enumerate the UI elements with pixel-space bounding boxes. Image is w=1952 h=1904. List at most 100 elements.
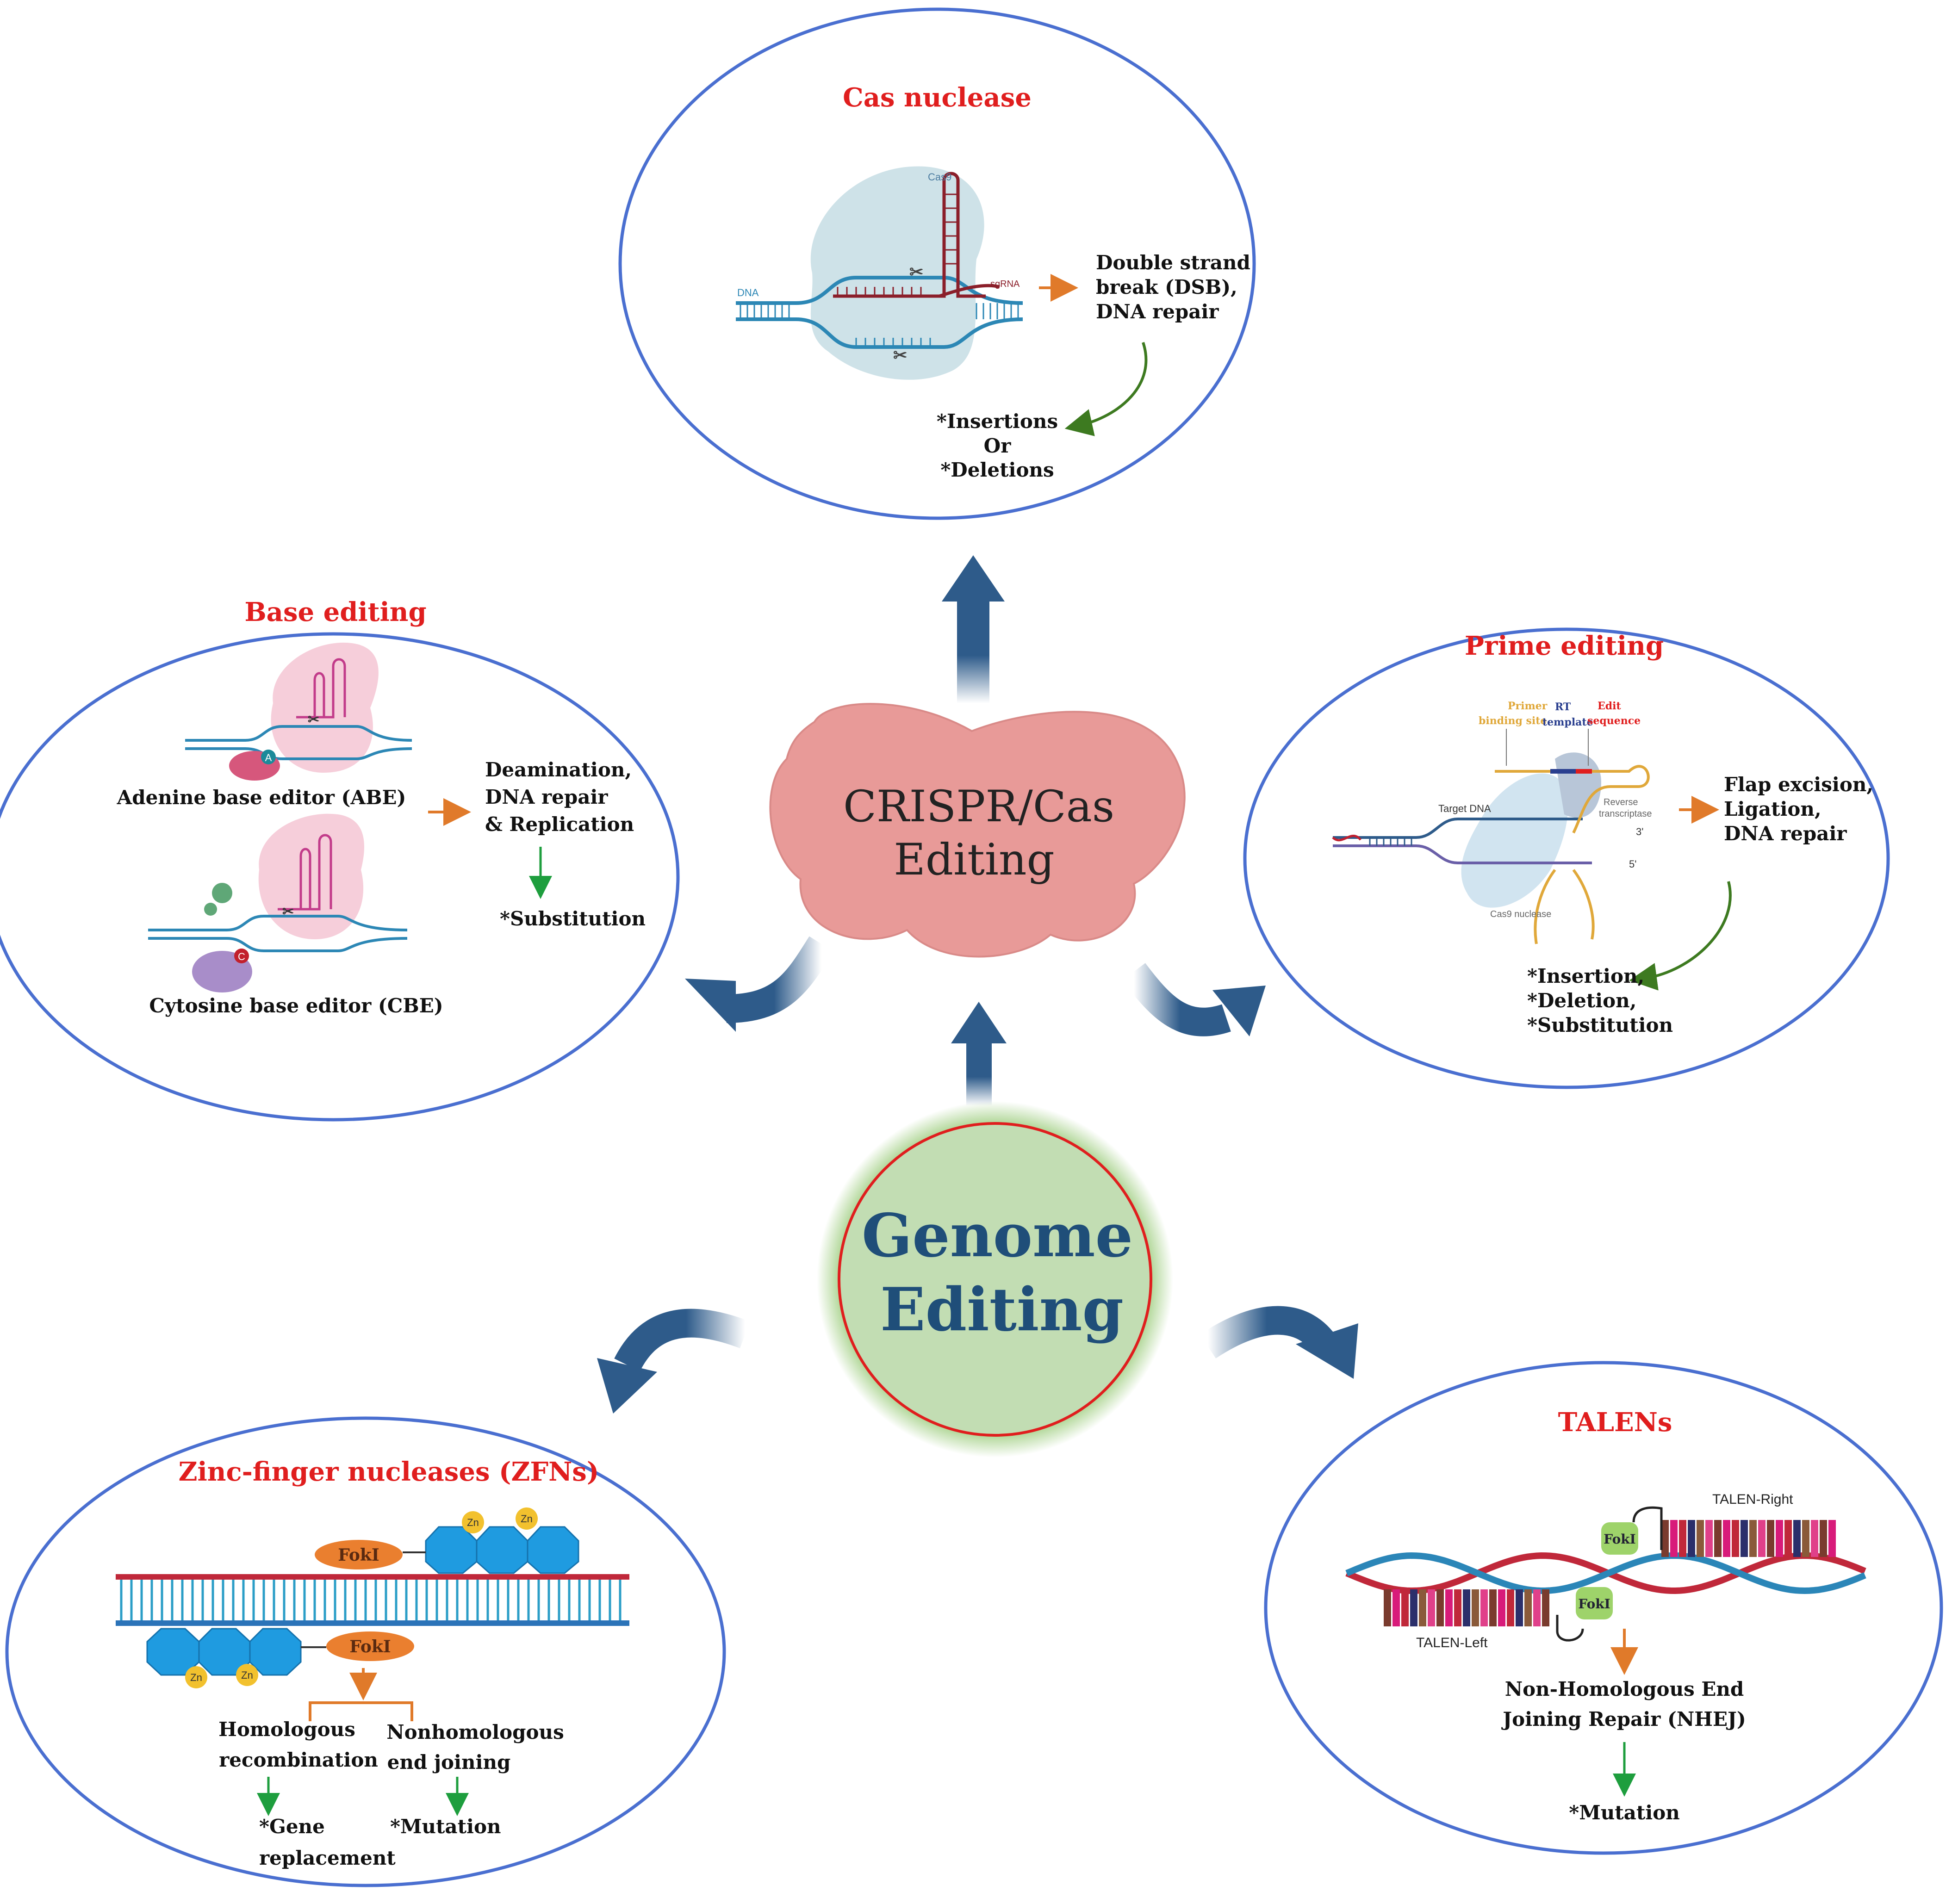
tale-repeat [1758, 1520, 1766, 1557]
tale-repeat [1679, 1520, 1686, 1557]
zn-label: Zn [241, 1669, 253, 1681]
talen-right-linker [1632, 1506, 1663, 1550]
tale-repeat [1705, 1520, 1713, 1557]
cas-nuclease-title: Cas nuclease [843, 82, 1032, 113]
talen-left-label: TALEN-Left [1416, 1635, 1488, 1650]
tale-repeat [1661, 1520, 1669, 1557]
tale-repeat [1498, 1589, 1505, 1626]
abe-badge: A [265, 752, 272, 763]
rt-template-label: RT [1555, 701, 1571, 713]
hr-line-1: Homologous [218, 1718, 355, 1741]
foki-bottom [326, 1631, 414, 1661]
talen-left-linker [1556, 1615, 1584, 1642]
tale-repeat [1741, 1520, 1748, 1557]
tale-repeat [1480, 1589, 1488, 1626]
prime-editing-panel: Prime editing Primer binding site RT [1243, 627, 1890, 1089]
foki-top [315, 1540, 403, 1569]
talens-dna-helix [1345, 1552, 1866, 1594]
arrow-to-talens [1200, 1306, 1358, 1379]
nhej-line-1: Nonhomologous [386, 1721, 564, 1743]
tale-repeat [1419, 1589, 1426, 1626]
scissors-icon: ✂ [308, 712, 319, 728]
tale-repeat [1732, 1520, 1739, 1557]
tale-repeat [1472, 1589, 1479, 1626]
tale-repeat [1401, 1589, 1409, 1626]
three-prime-label: 3' [1636, 826, 1643, 837]
tale-repeat [1749, 1520, 1757, 1557]
sgrna-label: sgRNA [990, 279, 1020, 289]
five-prime-label: 5' [1629, 858, 1636, 870]
base-outcome-line-2: DNA repair [485, 786, 608, 808]
prime-outcome-line-2: Ligation, [1724, 798, 1821, 820]
arrow-genome-to-crispr [951, 1002, 1007, 1106]
cas-result-line-3: *Deletions [940, 459, 1054, 481]
tale-repeat [1820, 1520, 1827, 1557]
tale-repeat [1393, 1589, 1400, 1626]
hr-line-2: recombination [219, 1749, 378, 1771]
base-outcome-line-3: & Replication [485, 813, 634, 836]
cas-result-arrow [1064, 342, 1148, 436]
tale-repeat [1507, 1589, 1514, 1626]
tale-repeat [1714, 1520, 1722, 1557]
cas-sgrna [833, 172, 1000, 298]
talens-panel: TALENs TALEN-Right TALEN-Left FokI FokI … [1264, 1361, 1943, 1855]
tale-repeat [1384, 1589, 1391, 1626]
primer-binding-label-2: binding site [1479, 715, 1547, 727]
arrow-to-cas-nuclease [942, 555, 1005, 703]
zfn-bracket [309, 1701, 413, 1721]
tale-repeat [1697, 1520, 1704, 1557]
scissors-icon: ✂ [282, 904, 294, 920]
primer-binding-label: Primer [1508, 700, 1548, 712]
scissors-icon: ✂ [893, 346, 907, 365]
base-outcome-line-1: Deamination, [485, 758, 632, 781]
abe-diagram: A ✂ [185, 642, 412, 781]
zfn-panel: Zinc-finger nucleases (ZFNs) Zn Zn FokI [5, 1416, 726, 1887]
tale-repeat [1489, 1589, 1497, 1626]
prime-outcome-line-3: DNA repair [1724, 822, 1847, 845]
tale-repeat [1784, 1520, 1792, 1557]
zn-icon [185, 1664, 258, 1688]
cas-outcome-line-2: break (DSB), [1096, 276, 1237, 298]
genome-label: Genome [862, 1201, 1133, 1271]
tale-repeat [1533, 1589, 1541, 1626]
tale-repeat [1811, 1520, 1818, 1557]
tale-repeat [1454, 1589, 1461, 1626]
talen-right-repeats [1661, 1520, 1836, 1557]
cas-result-line-1: *Insertions [937, 410, 1058, 433]
foki-bottom-label: FokI [349, 1637, 391, 1656]
zfn-mutation: *Mutation [390, 1815, 501, 1838]
prime-result-line-1: *Insertion, [1527, 965, 1644, 987]
rt-template-label-2: template [1542, 716, 1593, 728]
tale-repeat [1802, 1520, 1809, 1557]
tale-repeat [1828, 1520, 1836, 1557]
cbe-diagram: C ✂ [148, 813, 408, 992]
cas-outcome-line-3: DNA repair [1096, 300, 1219, 323]
foki-right [1601, 1522, 1638, 1555]
crispr-label: CRISPR/Cas [843, 781, 1114, 832]
talens-title: TALENs [1558, 1407, 1672, 1438]
talens-repair-line-2: Joining Repair (NHEJ) [1501, 1708, 1746, 1730]
prime-pegrna [1495, 765, 1650, 944]
cas9-nuclease-label: Cas9 nuclease [1490, 909, 1551, 919]
base-editing-panel: Base editing A ✂ Adenine base editor (AB… [0, 597, 680, 1122]
base-editing-title: Base editing [244, 597, 426, 627]
cbe-badge: C [238, 951, 245, 962]
base-result: *Substitution [500, 907, 646, 930]
tale-repeat [1723, 1520, 1730, 1557]
prime-result-line-3: *Substitution [1527, 1014, 1673, 1036]
cas-nuclease-panel: Cas nuclease [618, 7, 1256, 520]
foki-left [1576, 1587, 1613, 1619]
prime-result-arrow [1629, 881, 1732, 991]
prime-outcome-line-1: Flap excision, [1724, 773, 1873, 796]
tale-repeat [1776, 1520, 1783, 1557]
talen-right-label: TALEN-Right [1712, 1492, 1793, 1507]
zn-label: Zn [521, 1513, 533, 1525]
tale-repeat [1524, 1589, 1532, 1626]
prime-target-dna [1332, 818, 1592, 864]
cas-result-line-2: Or [984, 434, 1012, 457]
prime-editing-title: Prime editing [1465, 631, 1664, 661]
target-dna-label: Target DNA [1438, 803, 1491, 814]
arrow-to-prime-editing [1122, 963, 1266, 1036]
gene-line-1: *Gene [259, 1815, 325, 1838]
foki-right-label: FokI [1604, 1532, 1636, 1547]
